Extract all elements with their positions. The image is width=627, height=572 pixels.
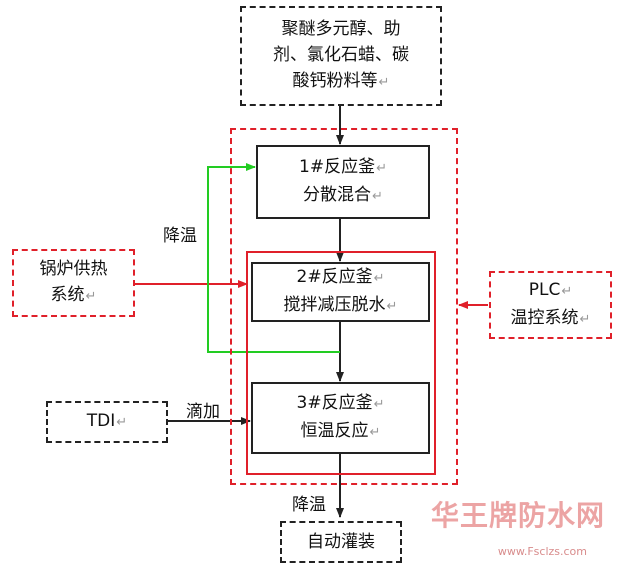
heating-region-solid: [246, 251, 436, 475]
label-cooling-out: 降温: [292, 495, 326, 515]
label-cooling-loop: 降温: [163, 226, 197, 246]
node-plc-temperature-control: PLC↵ 温控系统↵: [489, 271, 612, 339]
node-reactor-3: 3#反应釜↵ 恒温反应↵: [251, 382, 430, 454]
node-raw-materials: 聚醚多元醇、助 剂、氯化石蜡、碳 酸钙粉料等↵: [240, 6, 442, 106]
node-tdi: TDI↵: [46, 401, 168, 443]
node-automatic-filling: 自动灌装: [280, 521, 402, 563]
watermark-url: www.Fsclzs.com: [497, 545, 587, 558]
label-drip-add: 滴加: [186, 402, 220, 422]
node-boiler-heating-system: 锅炉供热 系统↵: [12, 249, 135, 317]
node-reactor-1: 1#反应釜↵ 分散混合↵: [256, 145, 430, 219]
control-region-dashed: [230, 128, 458, 485]
node-reactor-2: 2#反应釜↵ 搅拌减压脱水↵: [251, 262, 430, 322]
watermark-logo: 华王牌防水网: [430, 499, 605, 532]
